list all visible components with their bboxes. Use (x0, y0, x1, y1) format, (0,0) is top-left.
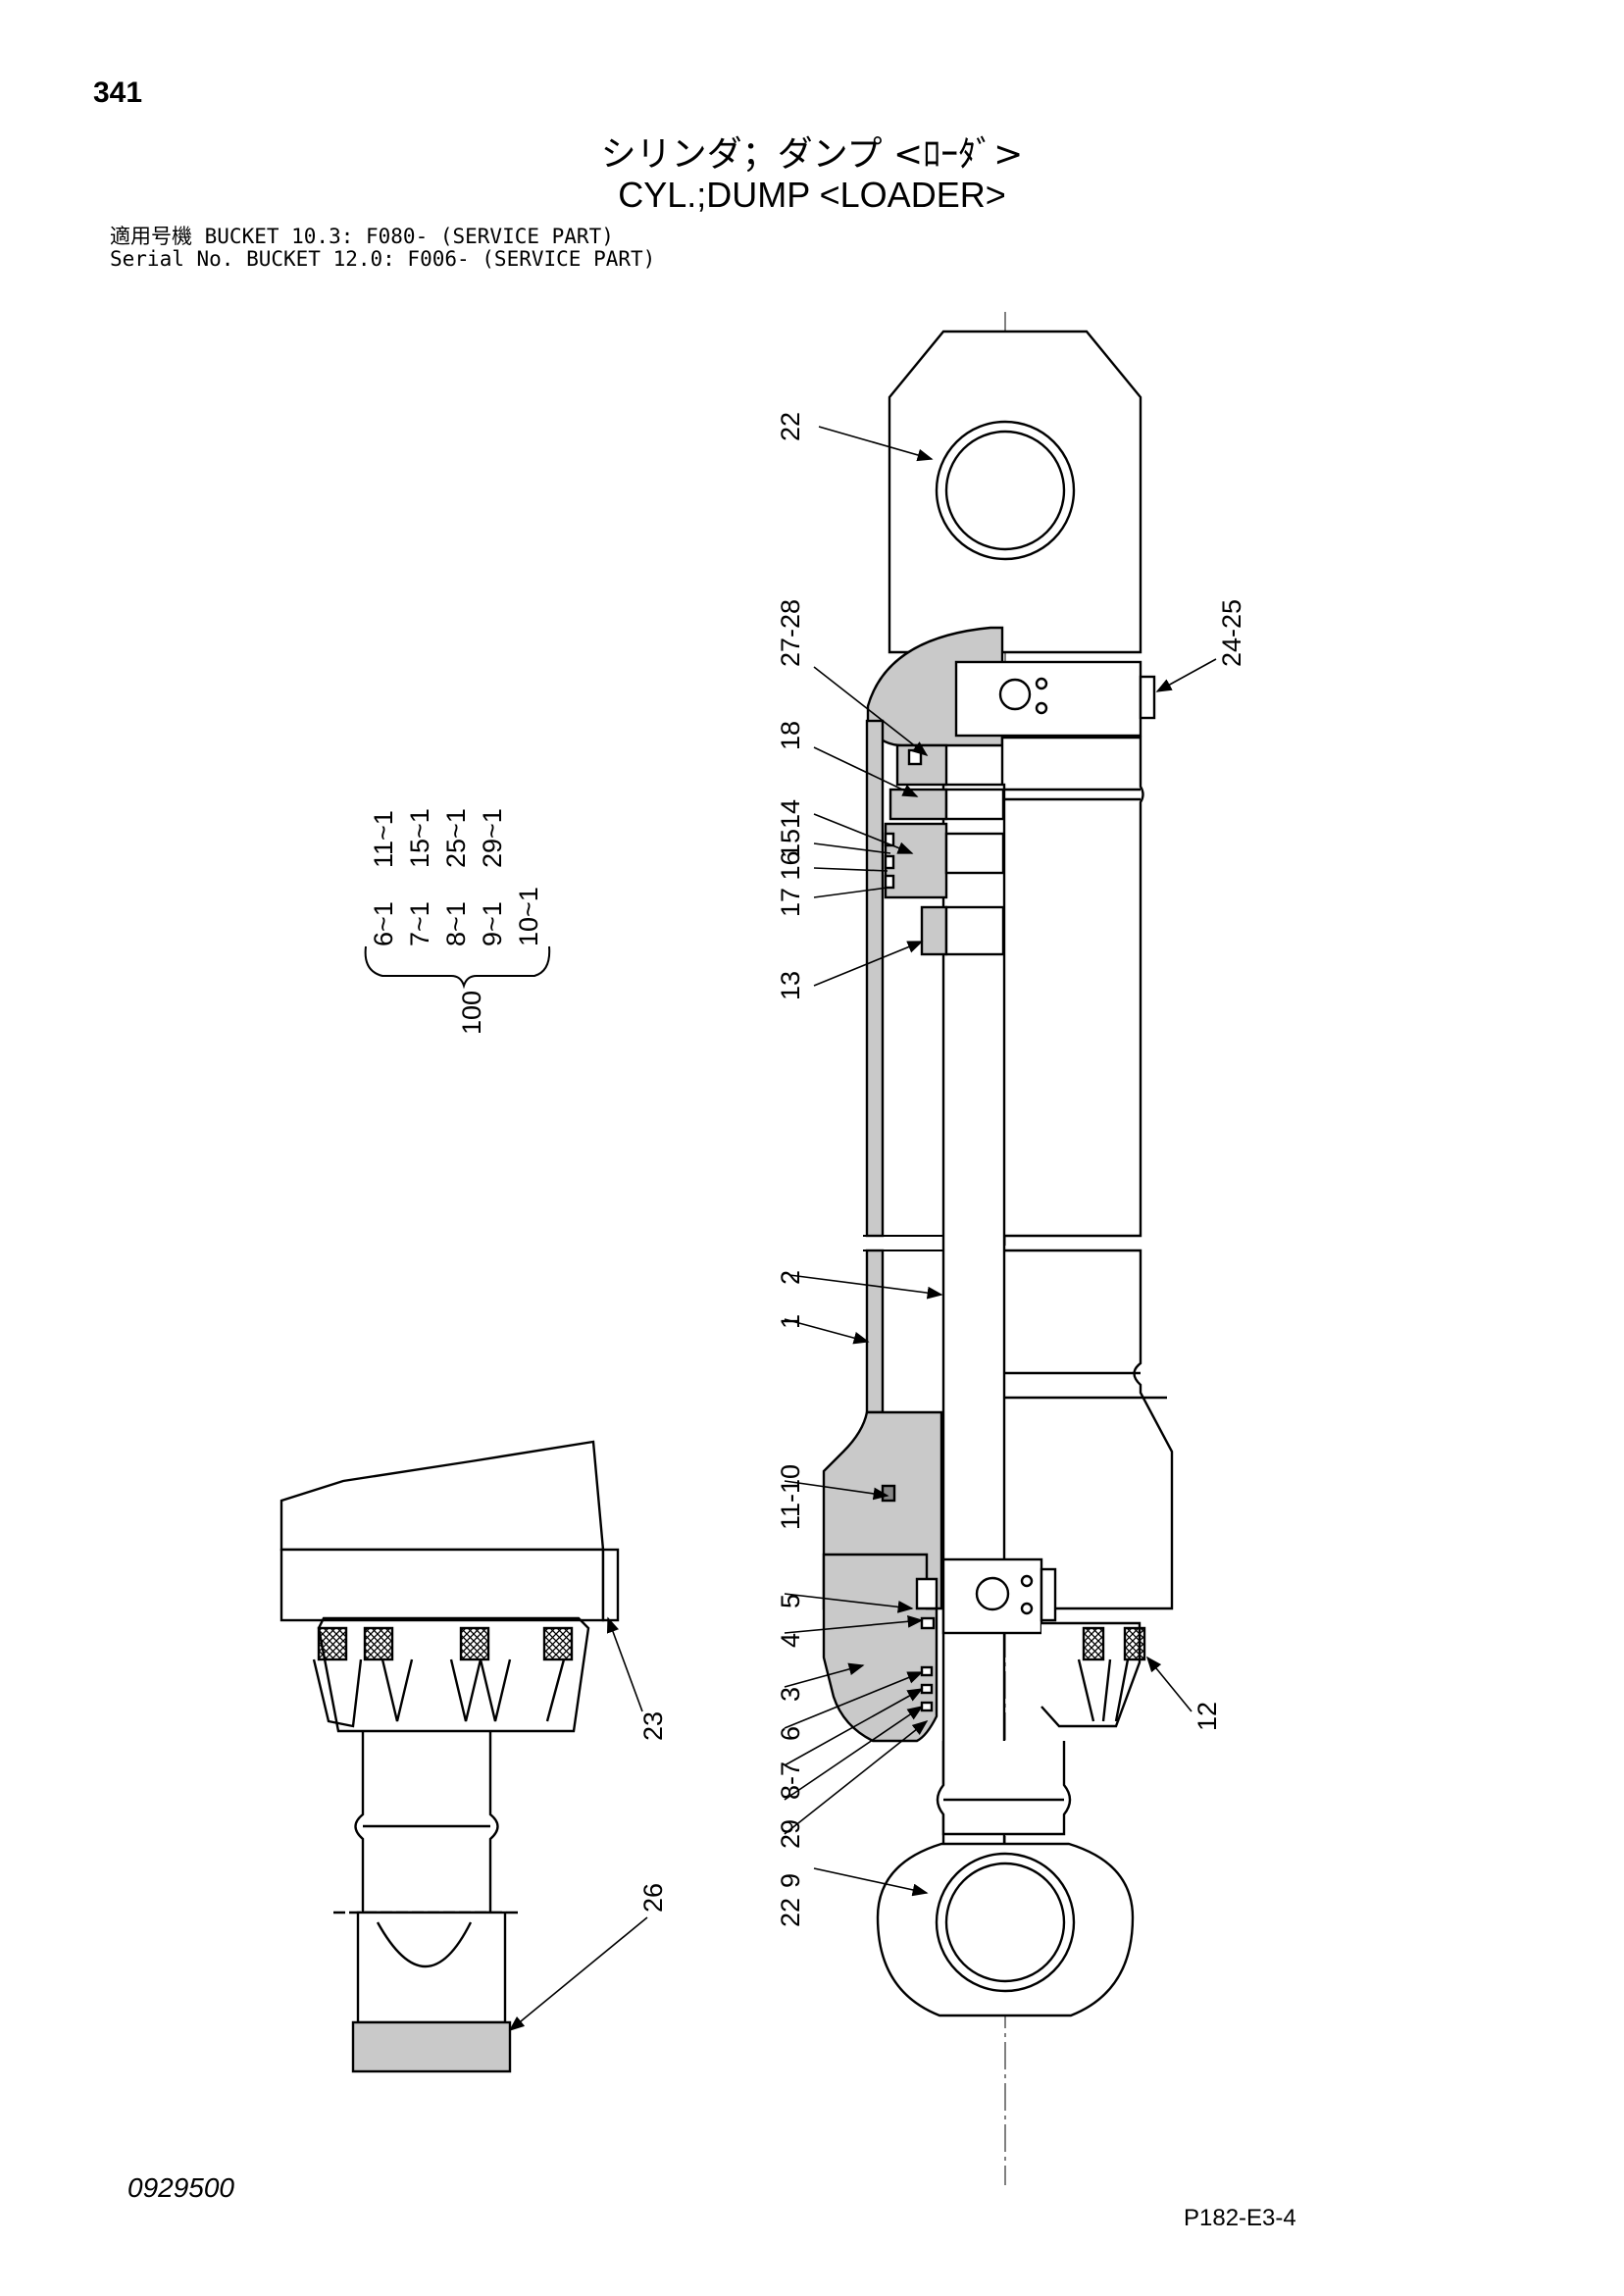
cylinder-body-lower (1000, 1249, 1174, 1610)
callout-9: 9 (776, 1873, 805, 1888)
callout-22-top: 22 (776, 412, 805, 441)
callout-18: 18 (776, 721, 805, 750)
callout-12: 12 (1193, 1702, 1222, 1731)
callout-23: 23 (638, 1711, 668, 1741)
kit-brace: 100 6~1 7~1 8~1 9~1 10~1 11~1 15~1 25~1 … (364, 808, 551, 1035)
kit-item: 15~1 (405, 808, 434, 868)
callouts: 22 27-28 24-25 18 1514 17 16 13 2 1 11-1… (638, 412, 1246, 1927)
detail-body-top (279, 1440, 605, 1552)
kit-item: 7~1 (405, 901, 434, 946)
callout-2: 2 (776, 1270, 805, 1285)
cylinder-main-assembly (822, 312, 1174, 2185)
top-clevis (888, 330, 1142, 654)
callout-1: 1 (776, 1314, 805, 1329)
detail-band (279, 1548, 605, 1622)
callout-4: 4 (776, 1633, 805, 1648)
callout-22-bottom: 22 (776, 1898, 805, 1927)
rod-end-neck (936, 1741, 1072, 1836)
kit-item: 11~1 (369, 810, 398, 868)
title-japanese: シリンダ；ダンプ <ﾛｰﾀﾞ> (600, 134, 1024, 175)
callout-8-7: 8-7 (776, 1761, 805, 1800)
bottom-boss (941, 1557, 1043, 1635)
callout-17-16: 17 16 (776, 850, 805, 917)
detail-pin-26 (351, 2020, 512, 2073)
bottom-eye (876, 1842, 1135, 2017)
page-number: 341 (93, 77, 143, 109)
title-english: CYL.;DUMP <LOADER> (618, 175, 1006, 215)
applicability-line-1: 適用号機 BUCKET 10.3: F080- (SERVICE PART) (110, 225, 614, 248)
piston-part-18 (888, 788, 948, 821)
kit-item: 8~1 (441, 901, 471, 946)
lower-flare (1040, 1621, 1142, 1728)
detail-view (279, 1440, 620, 2073)
kit-item: 25~1 (441, 808, 471, 868)
kit-item: 9~1 (478, 901, 507, 946)
document-number: 0929500 (127, 2172, 235, 2203)
kit-item: 6~1 (369, 901, 398, 946)
kit-number: 100 (457, 991, 486, 1035)
callout-3: 3 (776, 1687, 805, 1702)
bottom-pin-hole (935, 1852, 1076, 1993)
callout-11-10: 11-10 (776, 1464, 805, 1530)
cylinder-body-upper (1000, 736, 1144, 1238)
callout-6: 6 (776, 1726, 805, 1741)
callout-15-14: 1514 (776, 799, 805, 858)
top-boss (954, 660, 1142, 738)
callout-29: 29 (776, 1819, 805, 1849)
top-pin-hole (935, 420, 1076, 561)
page-reference: P182-E3-4 (1184, 2205, 1296, 2231)
tube-wall (865, 719, 885, 1238)
kit-item: 29~1 (478, 808, 507, 868)
piston-part-13 (920, 905, 948, 956)
callout-5: 5 (776, 1594, 805, 1608)
callout-13: 13 (776, 971, 805, 1000)
applicability-line-2: Serial No. BUCKET 12.0: F006- (SERVICE P… (110, 247, 656, 271)
callout-26: 26 (638, 1883, 668, 1913)
callout-24-25: 24-25 (1217, 599, 1246, 667)
piston-rod (941, 783, 1006, 1919)
callout-27-28: 27-28 (776, 599, 805, 667)
piston-part-14-15 (884, 822, 948, 899)
kit-item: 10~1 (514, 887, 543, 946)
